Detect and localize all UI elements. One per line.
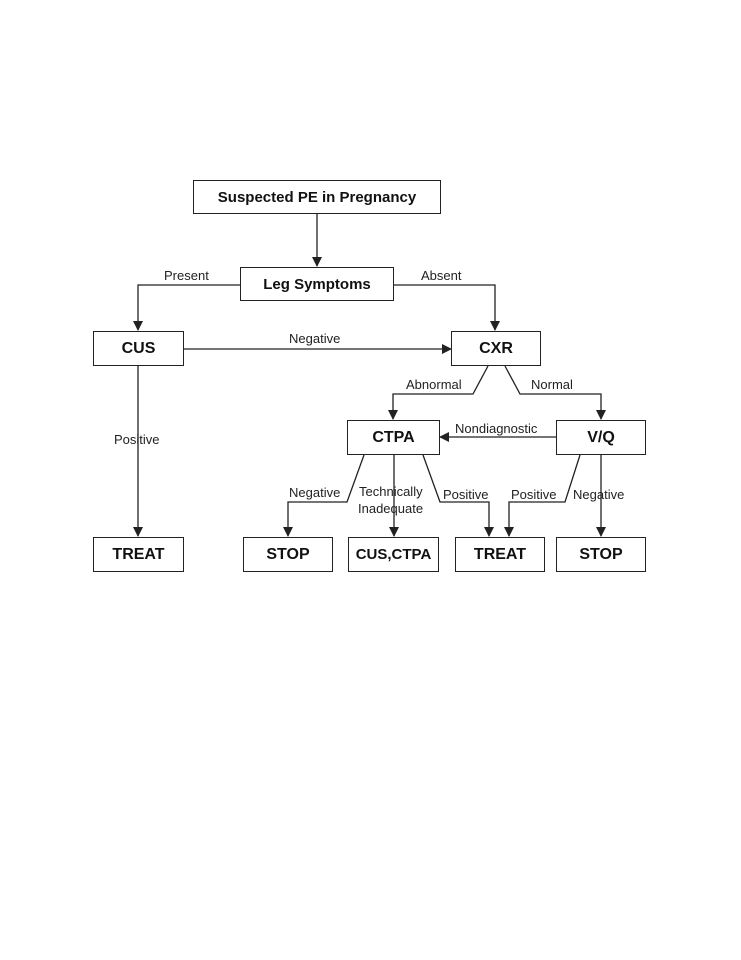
node-treat-left: TREAT xyxy=(93,537,184,572)
node-stop-ctpa: STOP xyxy=(243,537,333,572)
edge-label-normal: Normal xyxy=(531,377,573,392)
edge-cxr-to-ctpa xyxy=(388,365,489,420)
node-ctpa: CTPA xyxy=(347,420,440,455)
edge-label-absent: Absent xyxy=(421,268,462,283)
edge-ctpa-to-treat xyxy=(422,454,494,537)
node-suspected-pe: Suspected PE in Pregnancy xyxy=(193,180,441,214)
edge-label-negative-cus: Negative xyxy=(289,331,341,346)
edge-label-positive-ctpa: Positive xyxy=(443,487,489,502)
edge-label-abnormal: Abnormal xyxy=(406,377,462,392)
edge-label-positive-vq: Positive xyxy=(511,487,557,502)
node-cus-ctpa: CUS,CTPA xyxy=(348,537,439,572)
edge-ctpa-to-stop xyxy=(283,454,365,537)
edge-cxr-to-vq xyxy=(504,365,606,420)
edge-label-present: Present xyxy=(164,268,209,283)
edge-leg-to-cus xyxy=(133,284,240,331)
node-leg-symptoms: Leg Symptoms xyxy=(240,267,394,301)
edge-label-nondiagnostic: Nondiagnostic xyxy=(455,421,538,436)
node-stop-vq: STOP xyxy=(556,537,646,572)
edge-label-technically: Technically xyxy=(359,484,423,499)
edge-vq-to-treat xyxy=(504,454,581,537)
node-cxr: CXR xyxy=(451,331,541,366)
node-vq: V/Q xyxy=(556,420,646,455)
edge-label-negative-ctpa: Negative xyxy=(289,485,341,500)
edge-leg-to-cxr xyxy=(394,284,500,331)
edge-label-negative-vq: Negative xyxy=(573,487,625,502)
edge-label-positive-cus: Positive xyxy=(114,432,160,447)
edge-label-inadequate: Inadequate xyxy=(358,501,424,516)
node-treat-mid: TREAT xyxy=(455,537,545,572)
node-cus: CUS xyxy=(93,331,184,366)
